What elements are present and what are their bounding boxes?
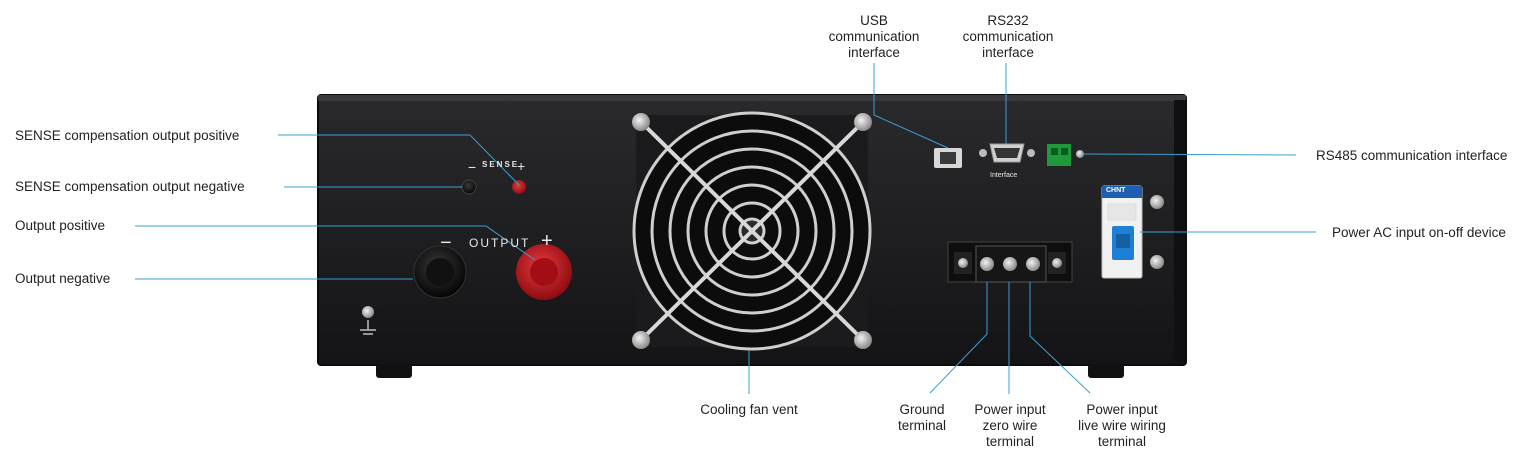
label-output-negative: Output negative bbox=[15, 271, 111, 286]
ground-symbol bbox=[360, 306, 376, 335]
label-cooling-fan: Cooling fan vent bbox=[700, 402, 798, 417]
label-rs485: RS485 communication interface bbox=[1316, 148, 1508, 163]
label-sense-positive: SENSE compensation output positive bbox=[15, 128, 240, 143]
rs232-port bbox=[979, 143, 1035, 163]
rubber-feet bbox=[376, 364, 1124, 378]
interface-label: Interface bbox=[990, 172, 1018, 179]
usb-port bbox=[934, 148, 962, 168]
label-usb: USB communication interface bbox=[828, 13, 920, 60]
label-power-ac: Power AC input on-off device bbox=[1332, 225, 1506, 240]
label-rs232: RS232 communication interface bbox=[962, 13, 1054, 60]
rs485-port bbox=[1047, 144, 1084, 166]
label-live-wire: Power input live wire wiring terminal bbox=[1078, 402, 1166, 449]
output-plus-sign: + bbox=[541, 230, 555, 252]
output-terminals bbox=[413, 244, 572, 300]
sense-plus-sign: + bbox=[517, 158, 528, 174]
cooling-fan bbox=[632, 111, 872, 351]
output-label: OUTPUT bbox=[469, 236, 531, 250]
sense-minus-sign: − bbox=[468, 159, 479, 175]
breaker-brand: CHNT bbox=[1106, 187, 1126, 194]
output-minus-sign: − bbox=[440, 232, 454, 254]
label-ground: Ground terminal bbox=[897, 402, 947, 433]
ac-breaker bbox=[1101, 185, 1164, 279]
label-sense-negative: SENSE compensation output negative bbox=[15, 179, 245, 194]
sense-label: SENSE bbox=[482, 160, 520, 169]
label-zero-wire: Power input zero wire terminal bbox=[974, 402, 1046, 449]
leader-lines bbox=[135, 63, 1316, 394]
label-output-positive: Output positive bbox=[15, 218, 106, 233]
terminal-block bbox=[947, 241, 1073, 283]
